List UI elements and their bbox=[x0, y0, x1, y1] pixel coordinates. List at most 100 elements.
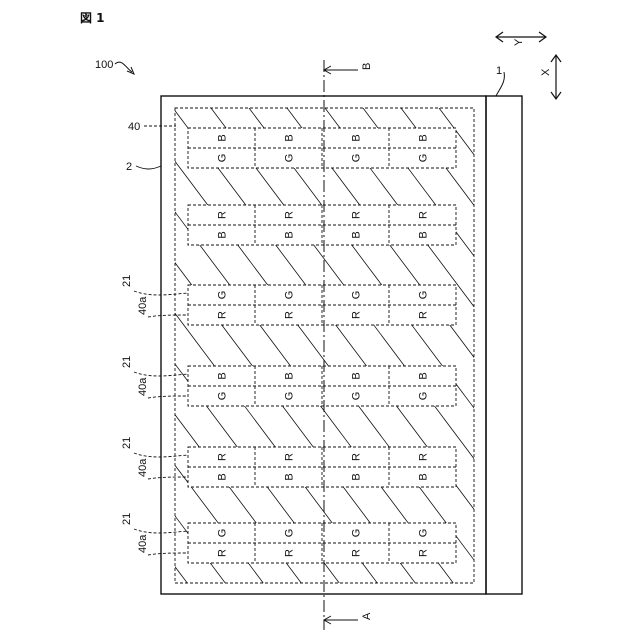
subpixel-color-label: R bbox=[351, 549, 363, 557]
hatch-line bbox=[591, 108, 640, 583]
axis-label-y: Y bbox=[513, 38, 525, 46]
subpixel-color-label: R bbox=[217, 211, 229, 219]
subpixel-color-label: B bbox=[418, 473, 430, 480]
ref-substrate-label: 2 bbox=[126, 161, 132, 173]
subpixel-color-label: G bbox=[418, 291, 430, 300]
section-label-a: A bbox=[361, 612, 373, 620]
subpixel-color-label: G bbox=[418, 529, 430, 538]
hatch-line bbox=[0, 108, 149, 583]
subpixel-color-label: B bbox=[284, 372, 296, 379]
subpixel-color-label: B bbox=[418, 231, 430, 238]
subpixel-color-label: R bbox=[217, 311, 229, 319]
subpixel-color-label: B bbox=[217, 473, 229, 480]
hatch-line bbox=[363, 108, 640, 583]
axis-label-x: X bbox=[540, 68, 552, 76]
hatch-line bbox=[249, 108, 605, 583]
ref-pixel-label: 21 bbox=[121, 513, 133, 525]
hatch-line bbox=[287, 108, 640, 583]
subpixel-color-label: R bbox=[284, 453, 296, 461]
ref-device-label: 100 bbox=[95, 59, 113, 71]
ref-region-label: 40 bbox=[128, 121, 140, 133]
subpixel-color-label: B bbox=[217, 134, 229, 141]
ref-panel-label: 1 bbox=[496, 65, 502, 77]
subpixel-color-label: G bbox=[284, 529, 296, 538]
subpixel-color-label: R bbox=[217, 453, 229, 461]
subpixel-color-label: B bbox=[351, 134, 363, 141]
hatch-line bbox=[629, 108, 640, 583]
pixel-group: R B R B R B R B bbox=[188, 205, 456, 245]
subpixel-color-label: R bbox=[418, 211, 430, 219]
ref-pixel-label: 21 bbox=[121, 437, 133, 449]
subpixel-color-label: R bbox=[284, 549, 296, 557]
hatch-line bbox=[0, 108, 301, 583]
subpixel-color-label: R bbox=[418, 549, 430, 557]
ref-pixel-region-label: 40a bbox=[137, 377, 149, 396]
subpixel-color-label: R bbox=[351, 211, 363, 219]
section-label-b: B bbox=[361, 63, 373, 70]
ref-pixel-region-leader bbox=[148, 396, 188, 398]
subpixel-color-label: G bbox=[284, 154, 296, 163]
hatch-line bbox=[0, 108, 187, 583]
ref-pixel-region-label: 40a bbox=[137, 296, 149, 315]
section-marker-b: B bbox=[324, 63, 373, 74]
subpixel-color-label: B bbox=[351, 473, 363, 480]
pixel-group: GRGRGRGR bbox=[188, 285, 456, 325]
pixel-group: BGBGBGBG bbox=[188, 366, 456, 406]
ref-pixel-region-leader bbox=[148, 477, 188, 479]
hatch-line bbox=[439, 108, 640, 583]
hatch-line bbox=[0, 108, 339, 583]
subpixel-color-label: R bbox=[284, 211, 296, 219]
ref-pixel-label: 21 bbox=[121, 275, 133, 287]
subpixel-color-label: B bbox=[351, 231, 363, 238]
hatch-line bbox=[401, 108, 640, 583]
subpixel-color-label: R bbox=[418, 453, 430, 461]
hatch-line bbox=[0, 108, 263, 583]
panel-outline bbox=[486, 96, 522, 594]
hatch-line bbox=[59, 108, 415, 583]
ref-pixel-region-leader bbox=[148, 553, 188, 555]
ref-device-leader bbox=[115, 62, 132, 72]
subpixel-color-label: G bbox=[284, 392, 296, 401]
ref-pixel-label: 21 bbox=[121, 356, 133, 368]
hatch-line bbox=[0, 108, 111, 583]
subpixel-color-label: B bbox=[284, 134, 296, 141]
subpixel-color-label: B bbox=[284, 231, 296, 238]
subpixel-color-label: G bbox=[418, 154, 430, 163]
ref-pixel-region-label: 40a bbox=[137, 534, 149, 553]
hatch-line bbox=[0, 108, 225, 583]
subpixel-color-label: B bbox=[351, 372, 363, 379]
hatch-line bbox=[477, 108, 640, 583]
subpixel-color-label: B bbox=[418, 372, 430, 379]
section-marker-a: A bbox=[324, 612, 373, 624]
figure-label: 図 1 bbox=[80, 11, 105, 25]
hatch-line bbox=[553, 108, 640, 583]
subpixel-color-label: R bbox=[284, 311, 296, 319]
hatch-line bbox=[211, 108, 567, 583]
hatch-line bbox=[173, 108, 529, 583]
hatch-pattern bbox=[0, 108, 640, 583]
hatch-line bbox=[325, 108, 640, 583]
subpixel-color-label: R bbox=[418, 311, 430, 319]
subpixel-color-label: G bbox=[217, 529, 229, 538]
hatch-line bbox=[515, 108, 640, 583]
subpixel-color-label: G bbox=[351, 529, 363, 538]
subpixel-color-label: G bbox=[351, 392, 363, 401]
subpixel-color-label: R bbox=[217, 549, 229, 557]
hatch-line bbox=[97, 108, 453, 583]
subpixel-color-label: G bbox=[217, 154, 229, 163]
axis-indicator: Y X bbox=[496, 32, 561, 99]
hatch-line bbox=[135, 108, 491, 583]
subpixel-color-label: G bbox=[217, 291, 229, 300]
ref-substrate-leader bbox=[136, 166, 161, 169]
subpixel-color-label: R bbox=[351, 311, 363, 319]
subpixel-color-label: G bbox=[418, 392, 430, 401]
subpixel-color-label: B bbox=[217, 372, 229, 379]
subpixel-color-label: B bbox=[217, 231, 229, 238]
ref-pixel-region-label: 40a bbox=[137, 458, 149, 477]
subpixel-color-label: G bbox=[351, 154, 363, 163]
pixel-group: RBRBRBRB bbox=[188, 447, 456, 487]
subpixel-color-label: B bbox=[284, 473, 296, 480]
subpixel-color-label: B bbox=[418, 134, 430, 141]
pixel-group: B G B G B G B G bbox=[188, 128, 456, 168]
